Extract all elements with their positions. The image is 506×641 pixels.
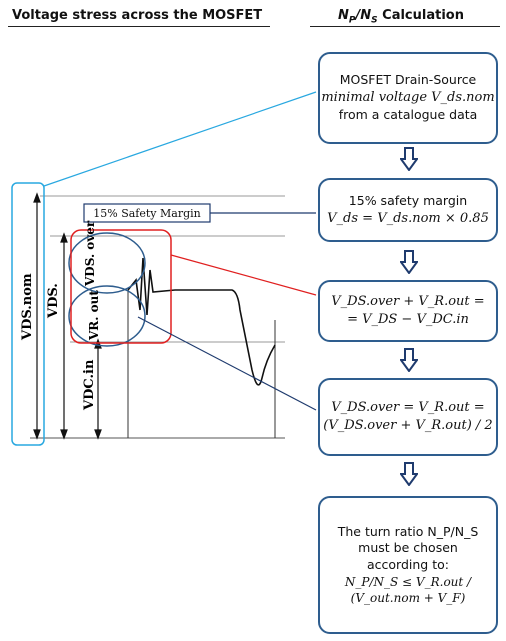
step-5-line-1: The turn ratio N_P/N_S — [337, 523, 479, 539]
vds-label: VDS. — [46, 283, 61, 319]
turn-ratio-label: NP/NS — [338, 8, 378, 26]
connector-red — [170, 254, 317, 296]
red-highlight-frame — [70, 229, 172, 344]
left-title-underline — [8, 26, 270, 27]
vds-nom-label: VDS.nom — [20, 273, 35, 341]
left-title: Voltage stress across the MOSFET — [12, 8, 263, 23]
step-3-line-2: = V_DS − V_DC.in — [347, 312, 469, 327]
step-box-turn-ratio: The turn ratio N_P/N_S must be chosen ac… — [318, 496, 498, 634]
vds-over-circle — [68, 232, 146, 294]
step-2-line-1: 15% safety margin — [348, 192, 468, 208]
mosfet-waveform — [127, 257, 276, 386]
vds-arrow-bottom — [60, 429, 68, 440]
down-arrow-icon — [400, 462, 418, 486]
down-arrow-icon — [400, 250, 418, 274]
step-4-line-1: V_DS.over = V_R.out = — [331, 400, 485, 416]
vdc-arrow-bottom — [94, 429, 102, 440]
safety-margin-box — [83, 203, 211, 223]
vds-over-label: VDS. over — [83, 220, 97, 287]
vdc-in-label: VDC.in — [82, 359, 97, 411]
step-1-line-3: from a catalogue data — [338, 106, 478, 122]
step-5-line-3: according to: — [367, 557, 449, 573]
down-arrow-icon — [400, 147, 418, 171]
vds-nom-arrow-top — [33, 192, 41, 203]
step-box-safety-margin: 15% safety margin V_ds = V_ds.nom × 0.85 — [318, 178, 498, 242]
reference-lines — [30, 195, 285, 439]
vr-out-label: VR. out — [87, 290, 101, 341]
step-1-line-2: minimal voltage V_ds.nom — [321, 90, 495, 106]
step-4-line-2: (V_DS.over + V_R.out) / 2 — [323, 418, 493, 433]
step-3-line-1: V_DS.over + V_R.out = — [331, 294, 485, 310]
vdc-arrow-top — [94, 338, 102, 349]
connector-vds-nom — [43, 91, 317, 187]
right-title-suffix: Calculation — [382, 8, 464, 23]
right-title-underline — [310, 26, 500, 27]
step-box-catalogue: MOSFET Drain-Source minimal voltage V_ds… — [318, 52, 498, 144]
connector-dark — [137, 316, 317, 411]
step-1-line-1: MOSFET Drain-Source — [339, 72, 477, 88]
step-5-line-4: N_P/N_S ≤ V_R.out / (V_out.nom + V_F) — [344, 575, 472, 606]
step-box-difference: V_DS.over + V_R.out = = V_DS − V_DC.in — [318, 280, 498, 342]
down-arrow-icon — [400, 348, 418, 372]
vds-arrow-top — [60, 232, 68, 243]
step-box-halving: V_DS.over = V_R.out = (V_DS.over + V_R.o… — [318, 378, 498, 456]
vr-out-circle — [68, 285, 146, 347]
vds-nom-arrow-bottom — [33, 429, 41, 440]
step-5-line-2: must be chosen — [358, 540, 458, 556]
safety-margin-label: 15% Safety Margin — [93, 207, 200, 220]
cyan-highlight-frame — [11, 182, 45, 446]
right-title: NP/NS Calculation — [338, 8, 464, 26]
step-2-line-2: V_ds = V_ds.nom × 0.85 — [327, 210, 489, 226]
